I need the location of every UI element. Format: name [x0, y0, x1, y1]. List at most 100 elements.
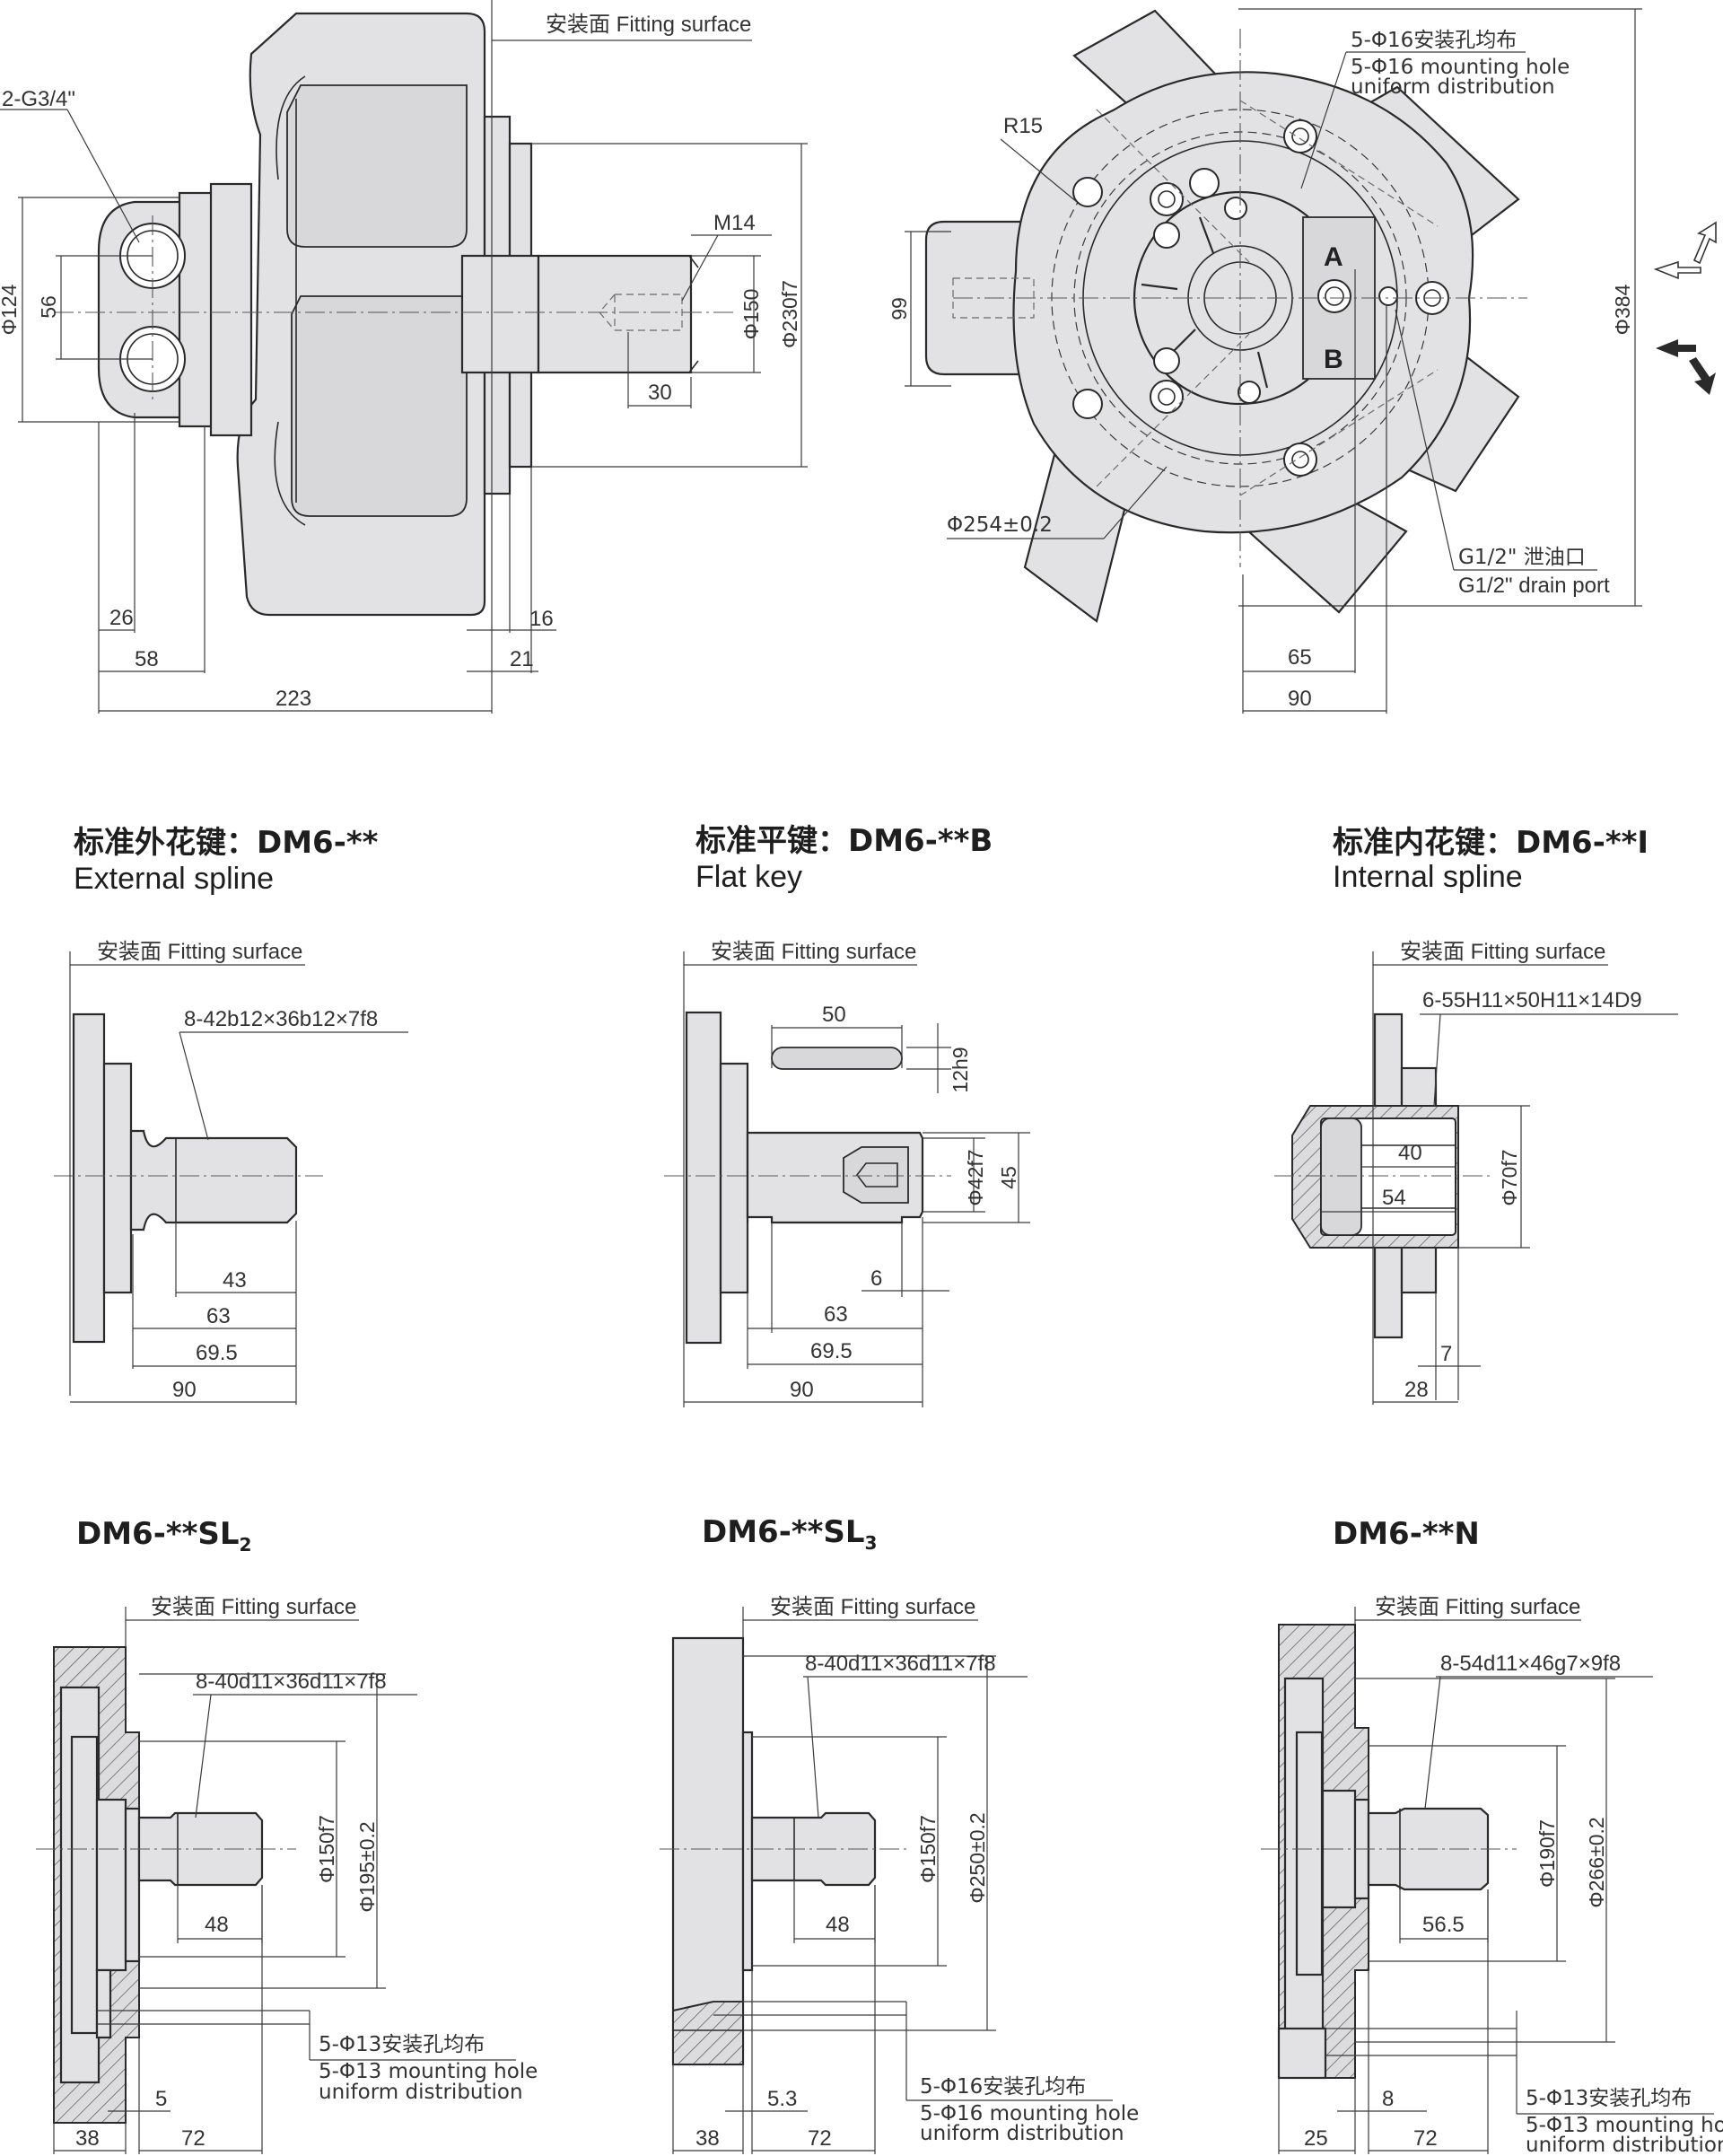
n-holes-en-1: 5-Φ13 mounting hole [1526, 2114, 1723, 2137]
dim-90: 90 [1288, 687, 1312, 711]
int-d54: 54 [1382, 1186, 1406, 1210]
key-d12h9: 12h9 [949, 1047, 972, 1092]
ext-fitting: 安装面 Fitting surface [97, 940, 302, 964]
key-d42f7: Φ42f7 [964, 1149, 987, 1205]
fitting-surface-top: 安装面 Fitting surface [546, 13, 751, 37]
key-d63: 63 [824, 1302, 848, 1327]
dim-58: 58 [135, 647, 159, 671]
sl3-d48: 48 [826, 1913, 850, 1937]
key-title-cn: 标准平键：DM6-**B [695, 823, 993, 859]
key-d6: 6 [870, 1266, 882, 1291]
dim-26: 26 [109, 606, 134, 630]
dim-30: 30 [648, 381, 672, 405]
external-spline-section: 标准外花键：DM6-** External spline 安装面 Fitting… [54, 825, 408, 1405]
int-d28: 28 [1404, 1378, 1429, 1402]
port-label: 2-G3/4" [2, 87, 75, 111]
sl3-holes-en-2: uniform distribution [920, 2122, 1124, 2145]
sl2-holes-cn: 5-Φ13安装孔均布 [319, 2033, 485, 2056]
int-title-en: Internal spline [1333, 860, 1523, 894]
int-d7: 7 [1440, 1342, 1452, 1366]
n-d72: 72 [1413, 2126, 1438, 2151]
dim-21: 21 [510, 647, 534, 671]
ext-d90: 90 [172, 1378, 197, 1402]
side-view: Φ124 56 2-G3/4" M14 30 Φ150 Φ230f7 安装面 F… [0, 0, 808, 714]
ext-spec: 8-42b12×36b12×7f8 [184, 1007, 378, 1031]
sl3-d150: Φ150f7 [916, 1815, 940, 1883]
n-spec: 8-54d11×46g7×9f8 [1440, 1652, 1621, 1676]
flat-key-section: 标准平键：DM6-**B Flat key 安装面 Fitting surfac… [664, 823, 1030, 1407]
sl3-d250: Φ250±0.2 [966, 1812, 989, 1903]
n-d25: 25 [1304, 2126, 1328, 2151]
int-fitting: 安装面 Fitting surface [1400, 940, 1605, 964]
dim-230: Φ230f7 [778, 280, 801, 348]
sl2-d5: 5 [155, 2087, 167, 2111]
key-fitting: 安装面 Fitting surface [711, 940, 916, 964]
dim-124: Φ124 [0, 284, 21, 335]
sl2-fitting: 安装面 Fitting surface [151, 1595, 356, 1619]
sl3-d72: 72 [808, 2126, 832, 2151]
key-d45: 45 [997, 1166, 1020, 1189]
sl3-d38: 38 [695, 2126, 720, 2151]
drain-cn: G1/2" 泄油口 [1458, 546, 1586, 569]
port-a: A [1324, 242, 1343, 272]
n-d190: Φ190f7 [1535, 1819, 1559, 1888]
ext-d43: 43 [223, 1268, 247, 1293]
sl3-holes-cn: 5-Φ16安装孔均布 [920, 2075, 1086, 2099]
sl3-holes-en-1: 5-Φ16 mounting hole [920, 2102, 1139, 2125]
ext-title-cn: 标准外花键：DM6-** [74, 825, 379, 861]
int-d70f7: Φ70f7 [1498, 1149, 1521, 1205]
int-title-cn: 标准内花键：DM6-**I [1333, 825, 1649, 861]
dim-254: Φ254±0.2 [947, 513, 1053, 537]
sl3-section: DM6-**SL3 安装面 Fitting surface 8-40d11×36… [660, 1514, 1139, 2154]
n-d8: 8 [1382, 2087, 1394, 2111]
sl3-spec: 8-40d11×36d11×7f8 [805, 1652, 996, 1676]
n-d266: Φ266±0.2 [1585, 1817, 1608, 1907]
thread-label: M14 [713, 211, 756, 235]
sl2-section: DM6-**SL2 安装面 Fitting surface 8-40d11×36… [36, 1516, 538, 2154]
ext-d63: 63 [206, 1304, 231, 1328]
drain-en: G1/2" drain port [1458, 574, 1610, 598]
sl2-d72: 72 [181, 2126, 206, 2151]
dim-150: Φ150 [739, 289, 763, 340]
front-view: A B 99 Φ384 5-Φ16安装孔均布 5-Φ16 mounting ho… [888, 8, 1717, 714]
key-d50: 50 [822, 1003, 846, 1027]
sl2-holes-en-2: uniform distribution [319, 2081, 523, 2104]
sl2-spec: 8-40d11×36d11×7f8 [196, 1670, 387, 1694]
n-section: DM6-**N 安装面 Fitting surface 8-54d11×46g7… [1261, 1516, 1723, 2156]
sl3-fitting: 安装面 Fitting surface [770, 1595, 975, 1619]
port-b: B [1324, 345, 1343, 374]
dim-65: 65 [1288, 645, 1312, 670]
key-d90: 90 [790, 1378, 814, 1402]
holes-cn: 5-Φ16安装孔均布 [1351, 29, 1517, 52]
sl2-d150: Φ150f7 [315, 1815, 338, 1883]
key-title-en: Flat key [695, 860, 802, 894]
r15: R15 [1003, 114, 1043, 138]
holes-en-1: 5-Φ16 mounting hole [1351, 56, 1570, 79]
dim-384: Φ384 [1611, 284, 1634, 335]
internal-spline-section: 标准内花键：DM6-**I Internal spline 安装面 Fittin… [1274, 825, 1678, 1405]
n-holes-en-2: uniform distribution [1526, 2134, 1723, 2156]
n-title: DM6-**N [1333, 1516, 1480, 1552]
key-d695: 69.5 [810, 1339, 853, 1363]
sl3-title: DM6-**SL3 [702, 1514, 877, 1554]
sl2-title: DM6-**SL2 [76, 1516, 251, 1556]
holes-en-2: uniform distribution [1351, 75, 1555, 99]
sl2-d195: Φ195±0.2 [355, 1821, 379, 1912]
dim-223: 223 [276, 687, 311, 711]
n-holes-cn: 5-Φ13安装孔均布 [1526, 2087, 1692, 2110]
int-d40: 40 [1398, 1141, 1422, 1165]
n-d565: 56.5 [1422, 1913, 1465, 1937]
sl2-holes-en-1: 5-Φ13 mounting hole [319, 2060, 538, 2083]
ext-title-en: External spline [74, 862, 274, 896]
n-fitting: 安装面 Fitting surface [1375, 1595, 1580, 1619]
sl3-d53: 5.3 [767, 2087, 797, 2111]
dim-16: 16 [529, 607, 554, 631]
sl2-d48: 48 [205, 1913, 229, 1937]
int-spec: 6-55H11×50H11×14D9 [1422, 988, 1642, 1012]
rotation-arrows-icon [1653, 221, 1717, 395]
dim-99: 99 [888, 297, 911, 320]
dim-56: 56 [37, 295, 60, 319]
ext-d695: 69.5 [196, 1341, 238, 1365]
sl2-d38: 38 [75, 2126, 100, 2151]
